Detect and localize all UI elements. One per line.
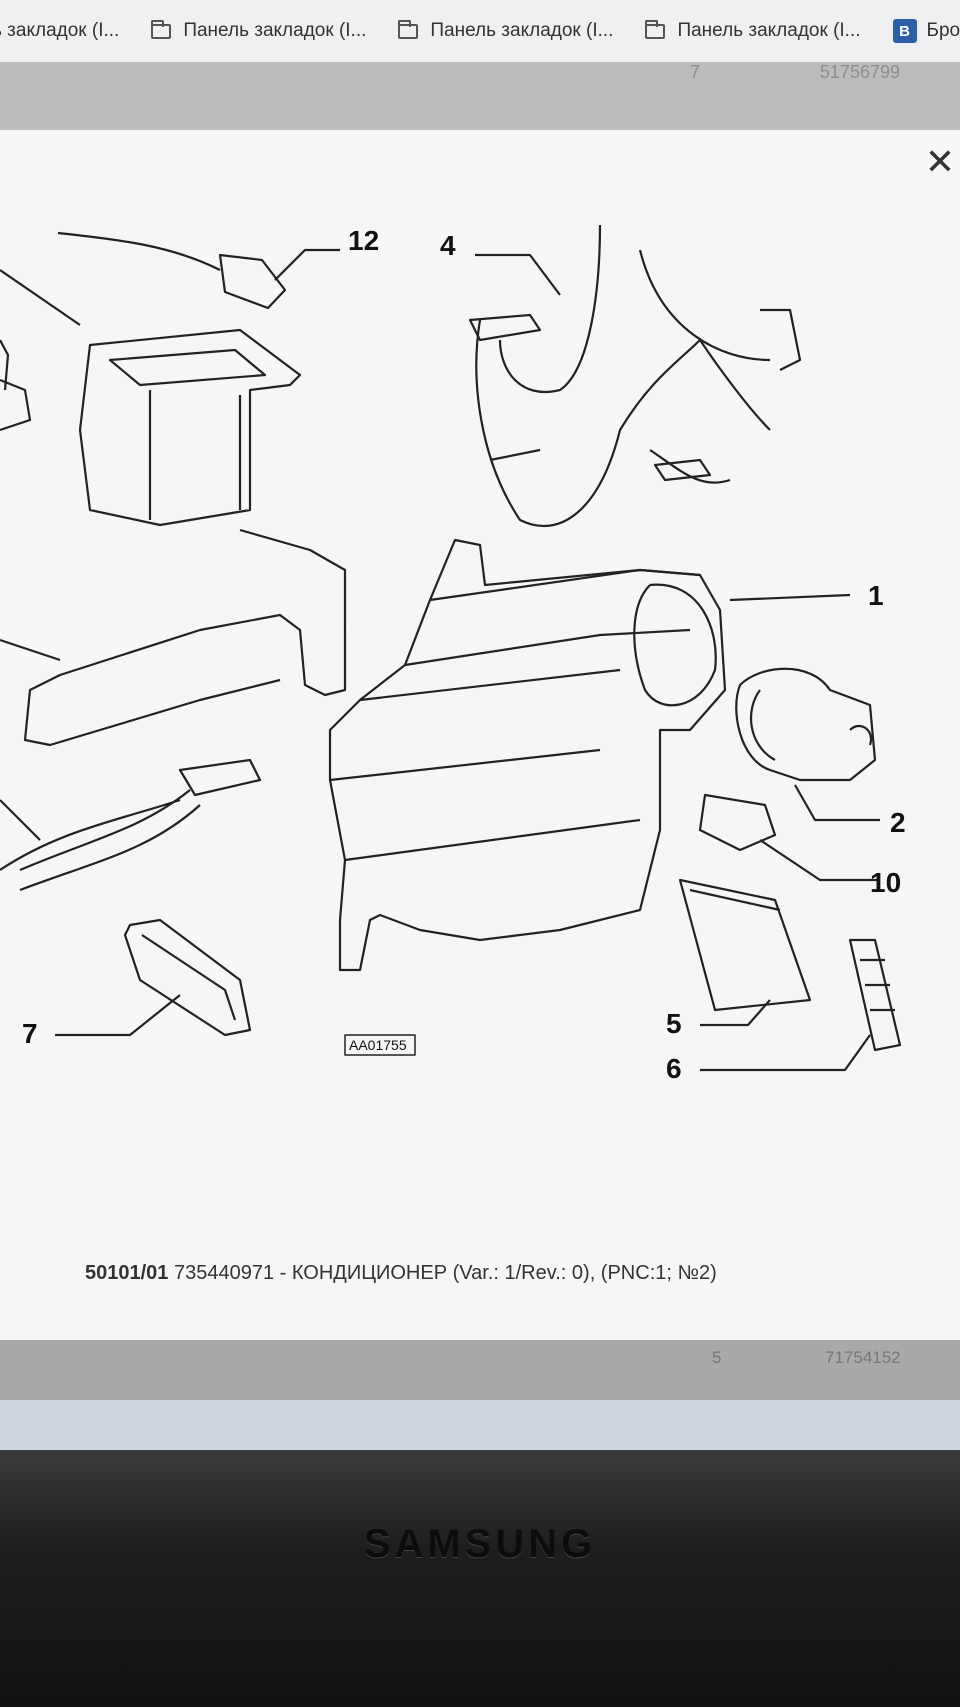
part-5-cabin-filter[interactable] — [678, 878, 812, 1012]
leader-line-1 — [729, 593, 851, 602]
exploded-parts-diagram: 12 4 1 2 10 5 6 7 AA01755 — [0, 224, 906, 1084]
part-2-blower-motor[interactable] — [735, 667, 877, 782]
part-heater-pipes[interactable] — [0, 758, 262, 892]
bookmark-item[interactable]: Панель закладок (I... — [135, 19, 382, 42]
part-12-cable — [57, 231, 221, 271]
page-background-top: 7 51756799 — [0, 62, 960, 137]
background-qty: 7 — [690, 62, 701, 82]
callout-4: 4 — [440, 230, 456, 261]
part-6-filter-cover[interactable] — [848, 938, 902, 1052]
callout-2: 2 — [890, 807, 906, 838]
part-4-connectors — [468, 313, 712, 482]
parts-diagram-modal: 12 4 1 2 10 5 6 7 AA01755 ✕ 50101/01 735… — [0, 130, 960, 1340]
page-background-bottom: 5 71754152 — [0, 1340, 960, 1400]
callout-12: 12 — [348, 225, 379, 256]
part-partial-left — [0, 339, 32, 432]
background-qty: 5 — [712, 1348, 722, 1367]
callout-6: 6 — [666, 1053, 682, 1084]
leader-line-2 — [794, 784, 880, 822]
folder-icon — [398, 19, 419, 39]
callout-5: 5 — [666, 1008, 682, 1039]
callout-1: 1 — [868, 580, 884, 611]
bookmark-item[interactable]: BБронуван — [877, 19, 960, 43]
page-bottom-strip — [0, 1400, 960, 1450]
site-favicon-icon: B — [892, 19, 917, 43]
caption-code: 50101/01 — [85, 1262, 169, 1284]
leader-line-7 — [55, 994, 181, 1037]
part-upper-housing[interactable] — [78, 328, 302, 527]
leader-line-5 — [700, 999, 771, 1027]
leader-line — [0, 638, 61, 662]
folder-icon — [151, 19, 172, 39]
part-1-details — [329, 568, 717, 862]
caption-text: 735440971 - КОНДИЦИОНЕР (Var.: 1/Rev.: 0… — [168, 1262, 717, 1284]
leader-line-4 — [475, 253, 561, 296]
leader-line-12 — [274, 248, 340, 281]
close-icon[interactable]: ✕ — [924, 141, 956, 182]
leader-line — [0, 269, 81, 326]
leader-line — [0, 799, 41, 841]
monitor-brand-logo: SAMSUNG — [363, 1522, 597, 1566]
callout-10: 10 — [870, 867, 901, 898]
bookmark-item[interactable]: Панель закладок (I... — [382, 19, 629, 42]
part-10-resistor[interactable] — [698, 793, 777, 852]
bookmark-item[interactable]: Панель закладок (I... — [629, 19, 876, 42]
part-4-wiring-harness[interactable] — [475, 224, 802, 528]
diagram-caption: 50101/01 735440971 - КОНДИЦИОНЕР (Var.: … — [85, 1262, 717, 1285]
drawing-code-box — [344, 1034, 416, 1056]
background-part-number: 71754152 — [825, 1348, 901, 1367]
part-air-duct[interactable] — [23, 528, 347, 747]
folder-icon — [645, 19, 666, 39]
leader-line-6 — [700, 1034, 871, 1072]
callout-7: 7 — [22, 1018, 38, 1049]
monitor-bezel: SAMSUNG — [0, 1450, 960, 1707]
part-12-sensor[interactable] — [218, 253, 287, 310]
leader-line-10 — [759, 839, 880, 882]
bookmark-item[interactable]: ь закладок (I... — [0, 20, 120, 41]
drawing-code: AA01755 — [349, 1037, 407, 1053]
part-1-hvac-unit[interactable] — [328, 538, 727, 972]
bookmarks-bar: ь закладок (I... Панель закладок (I... П… — [0, 0, 960, 62]
part-7-gasket[interactable] — [123, 918, 252, 1037]
background-part-number: 51756799 — [819, 62, 900, 82]
